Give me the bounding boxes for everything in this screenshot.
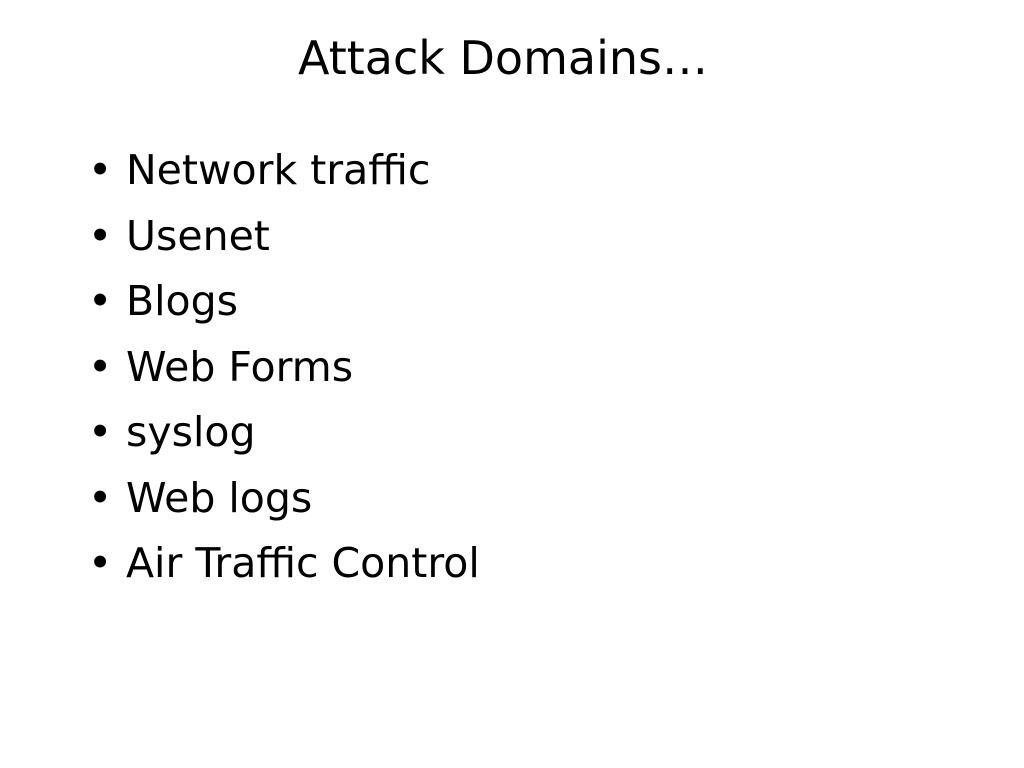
bullet-icon: • [88, 277, 113, 325]
bullet-icon: • [88, 473, 113, 522]
list-item: • syslog [88, 400, 480, 466]
bullet-text: Air Traffic Control [126, 539, 480, 587]
bullet-text: Web Forms [126, 342, 354, 391]
bullet-icon: • [88, 211, 113, 260]
list-item: • Network traffic [88, 138, 480, 204]
bullet-icon: • [88, 408, 113, 456]
list-item: • Blogs [88, 269, 480, 335]
list-item: • Usenet [88, 204, 480, 270]
bullet-text: Web logs [126, 473, 313, 522]
bullet-icon: • [88, 146, 113, 194]
bullet-icon: • [88, 342, 113, 391]
bullet-list: • Network traffic • Usenet • Blogs • Web… [88, 138, 480, 597]
bullet-text: Usenet [126, 211, 270, 260]
list-item: • Web Forms [88, 335, 480, 401]
bullet-text: syslog [126, 408, 256, 456]
slide-title: Attack Domains… [298, 31, 708, 85]
bullet-text: Network traffic [126, 146, 431, 194]
list-item: • Web logs [88, 466, 480, 532]
list-item: • Air Traffic Control [88, 531, 480, 597]
bullet-text: Blogs [126, 277, 238, 325]
bullet-icon: • [88, 539, 113, 587]
